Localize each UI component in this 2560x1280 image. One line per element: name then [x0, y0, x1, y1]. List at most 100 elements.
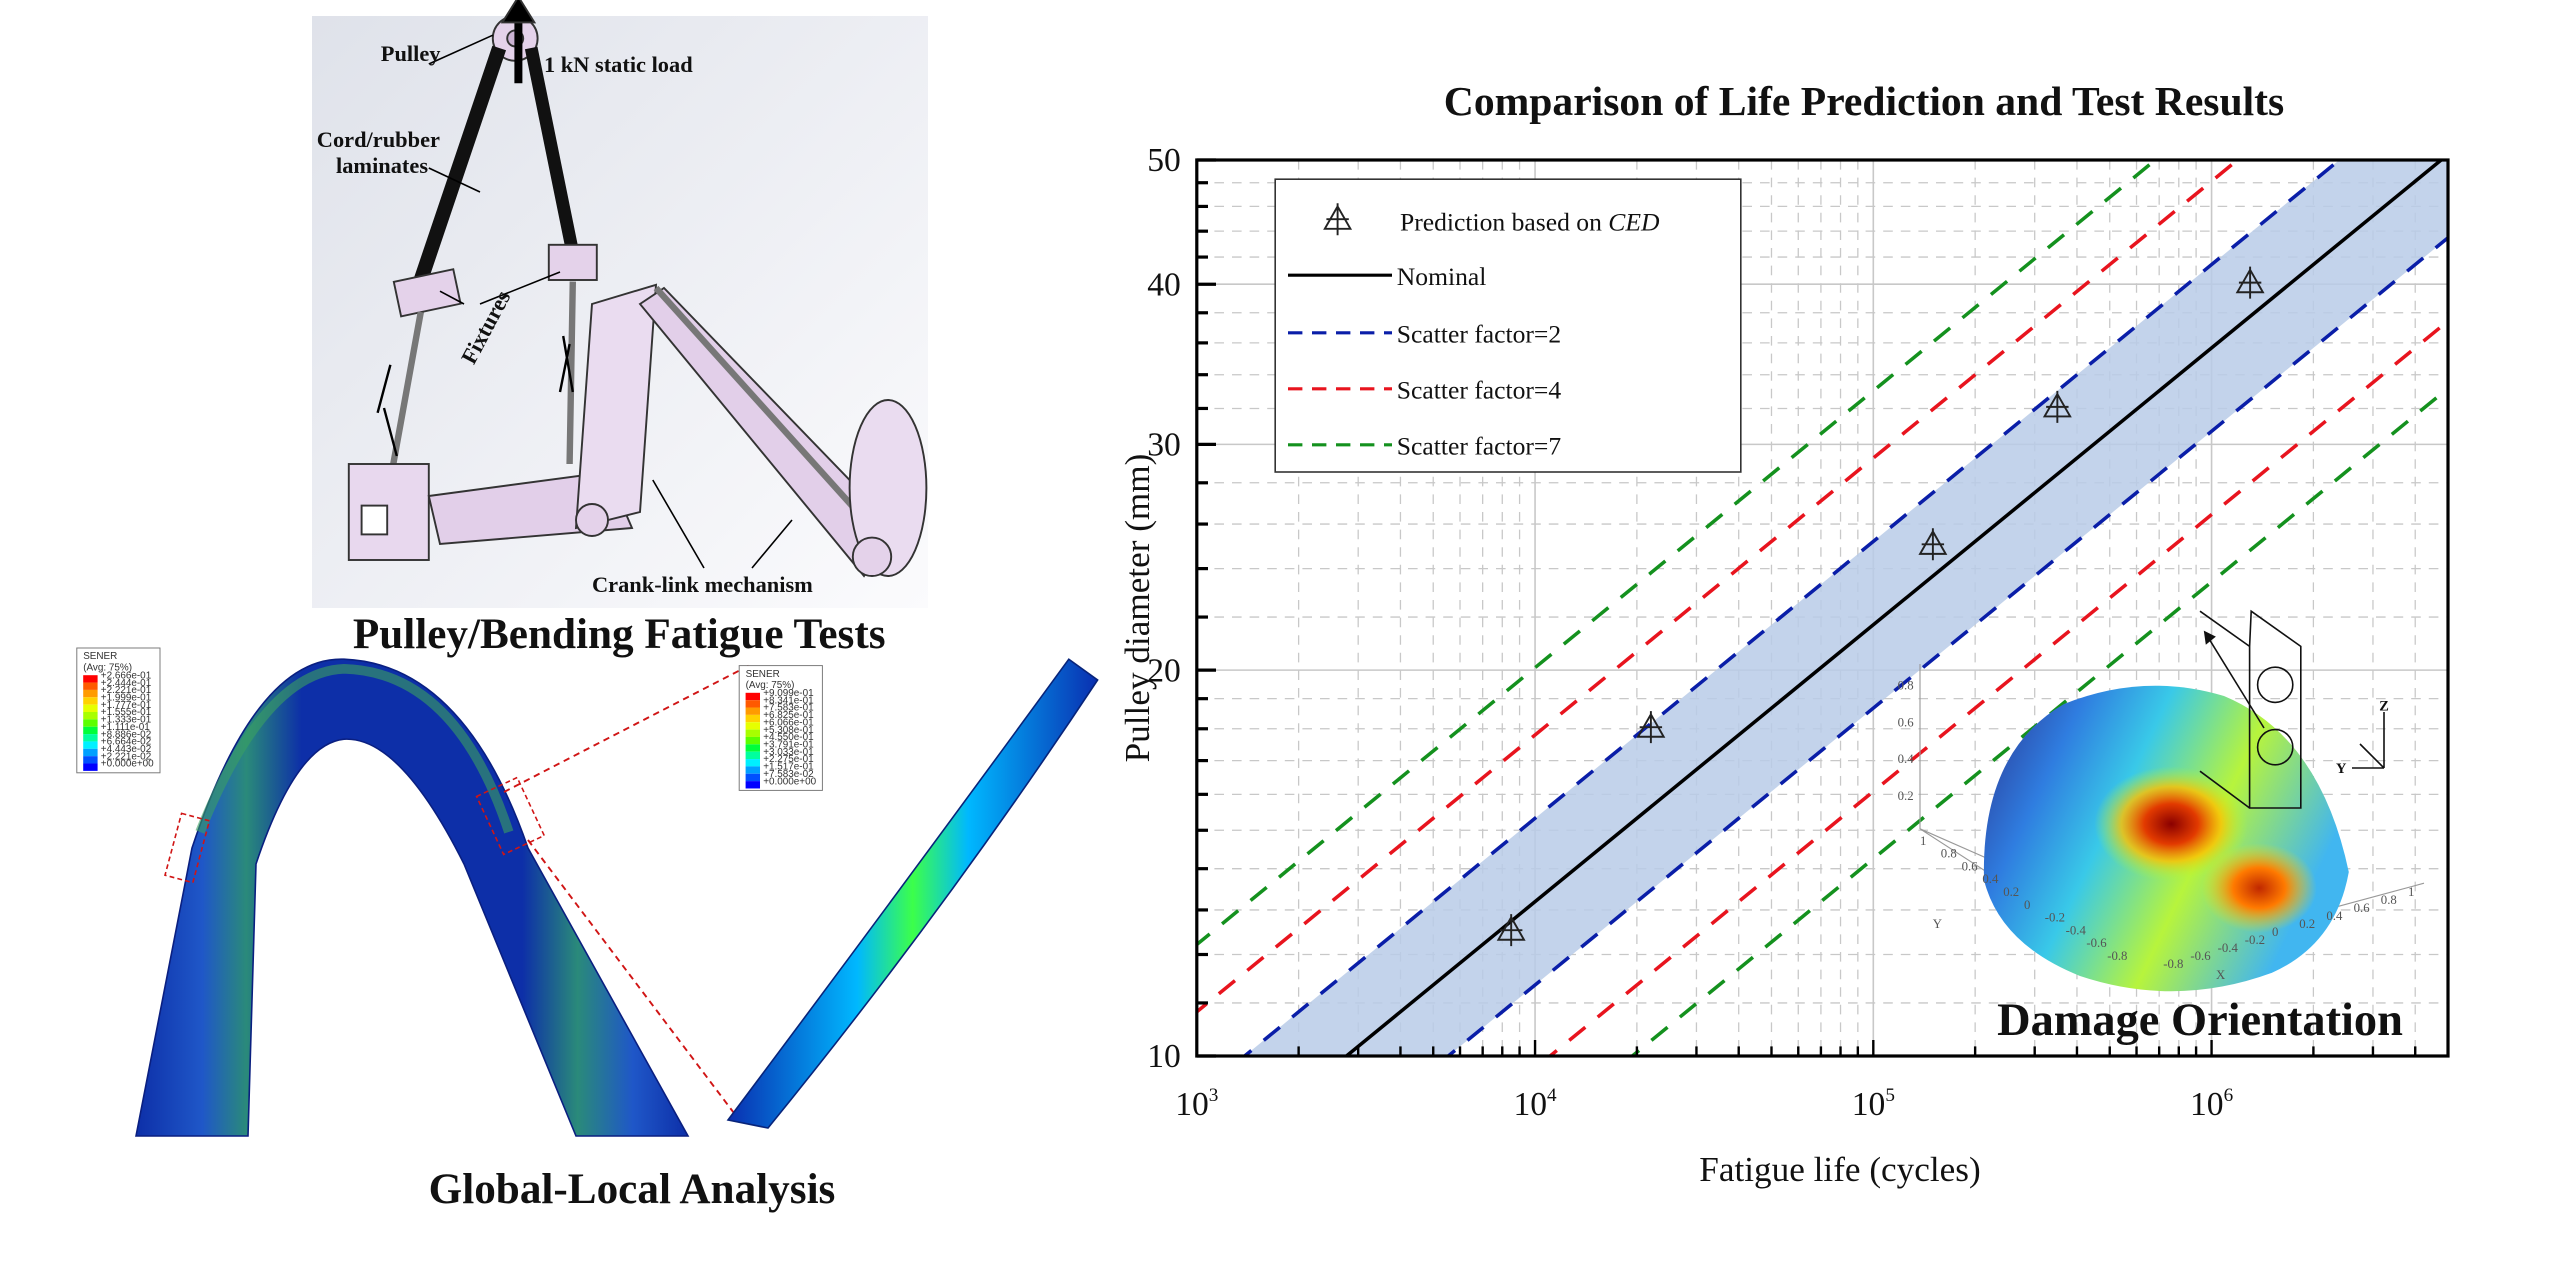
legend-color-swatch [83, 719, 98, 727]
inset-title: Damage Orientation [1997, 995, 2403, 1046]
inset-y-tick: -0.8 [2107, 949, 2127, 963]
legend-triangle [1323, 203, 1353, 236]
x-tick-exponent: 6 [2224, 1085, 2234, 1106]
crank-disc [848, 399, 928, 577]
x-tick-exponent: 3 [1209, 1085, 1219, 1106]
inset-z-tick: 0.8 [1898, 679, 1914, 693]
inset-y-tick: 0.4 [1982, 872, 1999, 886]
legend-avg: (Avg: 75%) [83, 662, 132, 673]
legend-color-swatch [83, 741, 98, 749]
y-tick-label: 20 [1147, 652, 1181, 689]
label-crank: Crank-link mechanism [592, 572, 813, 597]
legend-label-prediction-ced: CED [1608, 207, 1660, 236]
label-pulley: Pulley [381, 41, 441, 66]
legend-value: +2.275e-01 [763, 754, 814, 765]
legend-color-swatch [83, 712, 98, 720]
triangle-marker-icon [2042, 390, 2072, 423]
legend-value: +1.555e-01 [101, 707, 152, 718]
legend-color-swatch [745, 744, 760, 752]
damage-hotspot-2 [2201, 843, 2317, 933]
inset-y-tick: 0 [2024, 898, 2030, 912]
joint-1 [575, 503, 609, 537]
specimen-box [2199, 609, 2302, 809]
inset-y-tick: -0.6 [2086, 936, 2107, 950]
scatter-factor-7-line [1196, 160, 2159, 947]
x-axis-label: Fatigue life (cycles) [1699, 1150, 1980, 1189]
specimen-sketch [2199, 609, 2385, 809]
legend-value: +6.664e-02 [101, 737, 152, 748]
legend-label-sf7: Scatter factor=7 [1397, 431, 1562, 460]
legend-color-swatch [745, 700, 760, 708]
prediction-point [1496, 914, 1526, 947]
legend-color-swatch [745, 751, 760, 760]
legend-value: +2.221e-01 [101, 685, 152, 696]
scatter-factor-7-line [1629, 386, 2448, 1056]
x-tick-label: 103 [1175, 1085, 1218, 1123]
arch-highlight [195, 663, 514, 834]
inset-z-tick: 0.6 [1898, 715, 1915, 729]
legend-color-swatch [745, 707, 760, 715]
legend-label-sf4: Scatter factor=4 [1397, 375, 1562, 404]
triangle-marker-icon [2235, 266, 2265, 299]
x-tick-label: 104 [1513, 1085, 1557, 1123]
triangle-marker-icon [1323, 203, 1353, 236]
legend-value: +3.033e-01 [763, 747, 814, 758]
triad-z-label: Z [2379, 698, 2389, 714]
scatter-factor-4-line [1547, 318, 2448, 1056]
legend-value: +1.999e-01 [101, 692, 152, 703]
legend-color-swatch [83, 726, 98, 735]
legend-value: +4.550e-01 [763, 732, 814, 743]
chart-legend: Prediction based on CED Nominal Scatter … [1274, 178, 1742, 473]
life-chart: Comparison of Life Prediction and Test R… [1118, 78, 2450, 1189]
legend-value: +2.666e-01 [101, 670, 152, 681]
inset-x-tick: -0.8 [2163, 957, 2183, 971]
motion-arrows-left [376, 364, 398, 457]
inset-x-tick: 1 [2408, 885, 2414, 899]
legend-color-swatch [83, 689, 98, 698]
rig-drawing [347, 0, 928, 578]
legend-box [1274, 178, 1742, 473]
x-tick-base: 10 [1175, 1086, 1209, 1123]
inset-x-tick: 0.2 [2299, 917, 2315, 931]
inset-ticks: 0.20.40.60.810.80.60.40.20-0.2-0.4-0.6-0… [1898, 679, 2415, 971]
load-direction-arrow [2204, 631, 2265, 729]
inset-z-tick: 0.4 [1898, 752, 1915, 766]
y-tick-label: 50 [1147, 142, 1181, 179]
global-zoom-region [164, 812, 211, 884]
legend-color-swatch [745, 766, 760, 774]
legend-value: +1.517e-01 [763, 762, 814, 773]
inset-y-tick: 1 [1920, 834, 1926, 848]
inset-axis-y: Y [1933, 917, 1942, 931]
y-axis-label: Pulley diameter (mm) [1118, 454, 1157, 763]
legend-label-prediction-main: Prediction based on [1400, 207, 1608, 236]
legend-value: +2.444e-01 [101, 678, 152, 689]
local-contour-legend: SENER (Avg: 75%) +9.099e-01+8.341e-01+7.… [738, 665, 823, 791]
legend-value: +6.066e-01 [763, 717, 814, 728]
legend-value: +2.221e-02 [101, 751, 152, 762]
x-tick-base: 10 [1513, 1086, 1547, 1123]
inset-x-tick: 0.4 [2326, 909, 2343, 923]
legend-color-swatch [745, 759, 760, 767]
legend-color-swatch [745, 692, 760, 701]
legend-value: +0.000e+00 [101, 759, 154, 770]
scatter-factor-2-line [1445, 235, 2448, 1056]
legend-value: +7.583e-01 [763, 703, 814, 714]
fixture-block-window [360, 504, 389, 536]
crank-arm [574, 283, 658, 530]
specimen-hole-top [2256, 666, 2294, 704]
damage-orientation-inset: 0.20.40.60.810.80.60.40.20-0.2-0.4-0.6-0… [1898, 609, 2425, 1046]
x-tick-base: 10 [2190, 1086, 2224, 1123]
legend-value: +3.791e-01 [763, 740, 814, 751]
x-tick-base: 10 [1852, 1086, 1886, 1123]
legend-title: SENER [83, 651, 117, 662]
legend-color-swatch [83, 697, 98, 705]
legend-color-swatch [745, 722, 760, 730]
local-model-strip [726, 658, 1099, 1129]
inset-y-tick: -0.2 [2045, 911, 2065, 925]
inset-axis-x: X [2216, 968, 2226, 982]
global-model-arch [135, 658, 690, 1137]
fe-panel: SENER (Avg: 75%) +2.666e-01+2.444e-01+2.… [76, 647, 1099, 1213]
axis-triad [2352, 712, 2385, 769]
label-load: 1 kN static load [544, 52, 693, 77]
